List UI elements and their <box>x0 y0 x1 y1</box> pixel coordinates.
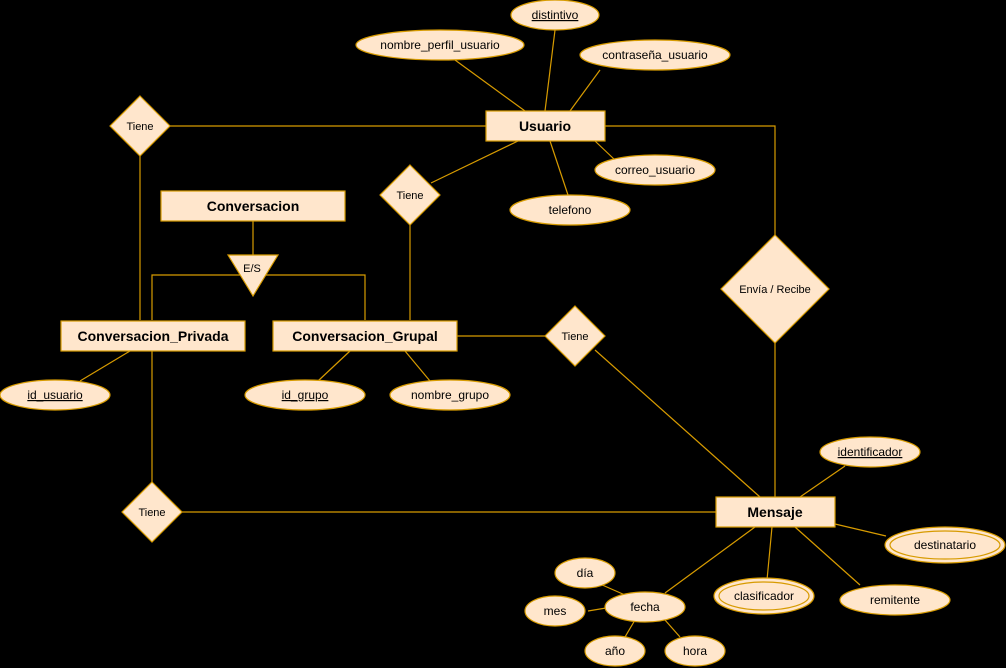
entity-conversacion-privada <box>60 320 246 352</box>
connector-nombre-grupo <box>404 350 431 382</box>
connector-fecha <box>664 526 756 594</box>
entity-label: Usuario <box>519 118 571 134</box>
attribute-nombre-grupo <box>389 379 511 411</box>
connector-telefono <box>549 140 569 196</box>
attribute-remitente <box>839 584 951 616</box>
connector-hora <box>664 619 681 638</box>
attribute-anio <box>584 635 646 667</box>
connector-id-usuario <box>79 350 131 382</box>
relationship-tiene-grupal-mensaje <box>544 305 606 367</box>
attribute-label: mes <box>544 604 567 618</box>
entity-conversacion <box>160 190 346 222</box>
entity-label: Conversacion <box>207 198 300 214</box>
relationship-label: Tiene <box>138 507 165 519</box>
attribute-label-key: identificador <box>838 445 903 459</box>
connector-distintivo <box>544 29 556 112</box>
connector-id-grupo <box>317 350 351 382</box>
connector-clasificador <box>766 526 773 581</box>
attribute-nombre-perfil-usuario <box>355 29 525 61</box>
attribute-telefono <box>509 194 631 226</box>
attribute-label: destinatario <box>914 538 976 552</box>
attribute-label: contraseña_usuario <box>602 48 708 62</box>
connector-destinatario <box>834 523 887 537</box>
attribute-label-key: distintivo <box>532 8 579 22</box>
connector-identificador <box>799 465 846 498</box>
attribute-id-usuario <box>0 379 111 411</box>
entity-label: Conversacion_Privada <box>78 328 229 344</box>
attribute-label: hora <box>683 644 707 658</box>
relationship-label: Envía / Recibe <box>739 284 811 296</box>
entity-label: Conversacion_Grupal <box>292 328 438 344</box>
relationship-tiene-privada-mensaje <box>121 481 183 543</box>
attribute-dia <box>554 557 616 589</box>
connector-remitente <box>794 526 861 586</box>
connector-mes <box>587 607 607 612</box>
attribute-clasificador <box>718 581 810 611</box>
connector-correo <box>594 140 616 161</box>
attribute-label-key: id_usuario <box>27 388 83 402</box>
attribute-id-grupo <box>244 379 366 411</box>
connector-usuario-tiene-mid <box>430 140 519 184</box>
connector-usuario-envia <box>605 125 776 235</box>
connector-tiene-mensaje <box>594 349 761 498</box>
attribute-contrasena-usuario <box>579 39 731 71</box>
relationship-tiene-usuario-privada <box>109 95 171 157</box>
attribute-label: nombre_grupo <box>411 388 489 402</box>
relationship-label: Tiene <box>561 331 588 343</box>
relationship-label: Tiene <box>396 190 423 202</box>
relationship-envia-recibe <box>720 234 830 344</box>
connector-contrasena <box>569 69 601 112</box>
connector-anio <box>624 619 636 638</box>
specialization-triangle <box>226 254 280 298</box>
attribute-identificador <box>819 436 921 468</box>
entity-mensaje <box>715 496 836 528</box>
relationship-tiene-usuario-grupal <box>379 164 441 226</box>
attribute-hora <box>664 635 726 667</box>
relationship-label: Tiene <box>126 121 153 133</box>
attribute-fecha <box>604 591 686 623</box>
attribute-label: año <box>605 644 625 658</box>
attribute-mes <box>524 595 586 627</box>
specialization-label: E/S <box>243 263 261 275</box>
attribute-destinatario <box>889 530 1001 560</box>
attribute-label: día <box>577 566 594 580</box>
attribute-label: telefono <box>549 203 592 217</box>
connector-dia <box>599 583 626 596</box>
attribute-label: remitente <box>870 593 920 607</box>
entity-usuario <box>485 110 606 142</box>
entity-conversacion-grupal <box>272 320 458 352</box>
attribute-label: correo_usuario <box>615 163 695 177</box>
attribute-label: fecha <box>630 600 660 614</box>
attribute-label: clasificador <box>734 589 794 603</box>
attribute-correo-usuario <box>594 154 716 186</box>
attribute-label: nombre_perfil_usuario <box>380 38 500 52</box>
entity-label: Mensaje <box>747 504 802 520</box>
attribute-label-key: id_grupo <box>282 388 329 402</box>
connector-nombre-perfil <box>454 59 526 112</box>
attribute-distintivo <box>510 0 600 31</box>
